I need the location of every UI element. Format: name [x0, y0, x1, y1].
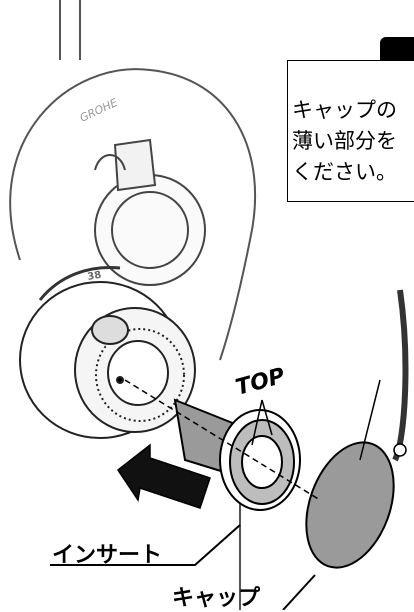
assembly-axis: [124, 379, 321, 501]
temperature-mark: 38: [87, 270, 103, 283]
cap-part: [305, 441, 395, 569]
note-box: [287, 60, 414, 202]
top-pointer: [251, 399, 273, 446]
note-line: 薄い部分を: [292, 129, 397, 153]
push-arrow: [116, 443, 211, 509]
note-text: キャップの 薄い部分を ください。: [292, 95, 397, 188]
cap-leader: [282, 574, 316, 610]
note-line: キャップの: [292, 98, 397, 122]
insert-leader: [50, 524, 241, 566]
upper-handle: [94, 138, 206, 286]
top-mark: TOP: [233, 364, 288, 401]
side-panel: [392, 289, 409, 462]
side-panel-hole: [393, 443, 407, 457]
thermostat-housing: [19, 265, 196, 439]
note-line: ください。: [292, 160, 397, 184]
insert-label: インサート: [52, 543, 163, 568]
cap-label: キャップ: [172, 586, 261, 611]
brand-logo: GROHE: [78, 96, 120, 125]
